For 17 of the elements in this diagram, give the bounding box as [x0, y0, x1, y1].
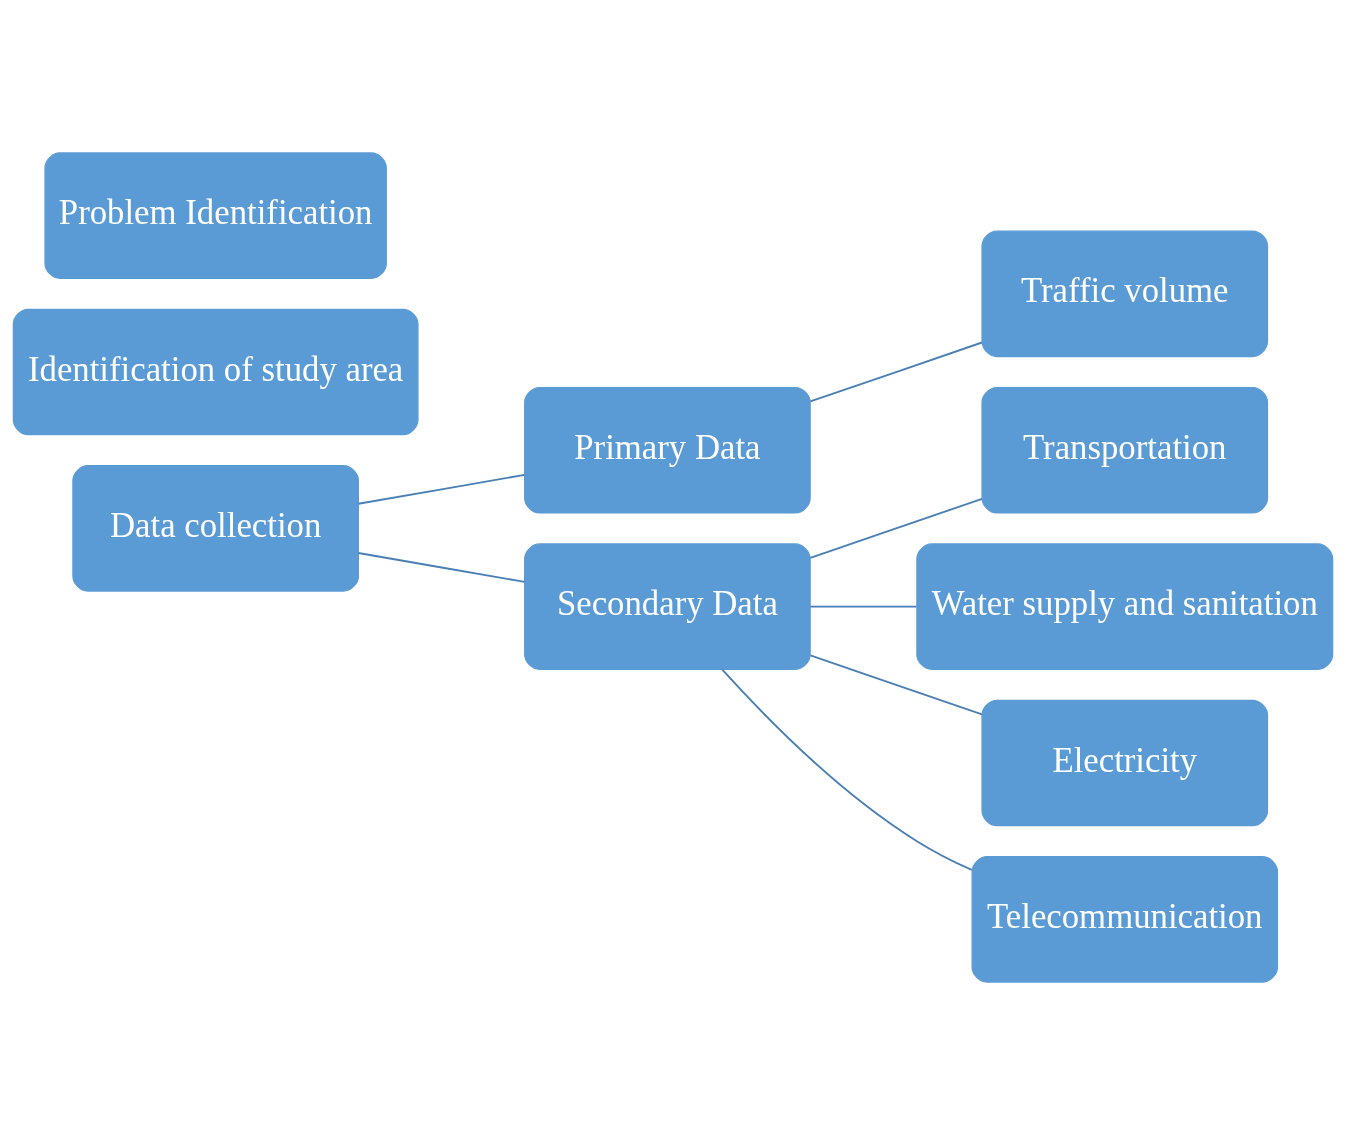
connector — [809, 654, 983, 716]
node-box: Traffic volume — [981, 230, 1269, 358]
node-box: Problem Identification — [44, 152, 387, 279]
node-box: Secondary Data — [524, 543, 811, 670]
connector — [809, 497, 983, 559]
node-box: Primary Data — [524, 386, 811, 514]
connector — [809, 341, 983, 403]
node-box: Water supply and sanitation — [916, 543, 1334, 670]
node-box: Telecommunication — [971, 856, 1279, 983]
node-box: Electricity — [981, 699, 1269, 827]
connector — [721, 668, 973, 871]
node-box: Transportation — [981, 386, 1269, 514]
node-box: Data collection — [72, 465, 359, 592]
connector — [809, 605, 918, 608]
connector — [357, 473, 526, 505]
node-box: Identification of study area — [12, 308, 419, 436]
connector — [357, 552, 526, 583]
